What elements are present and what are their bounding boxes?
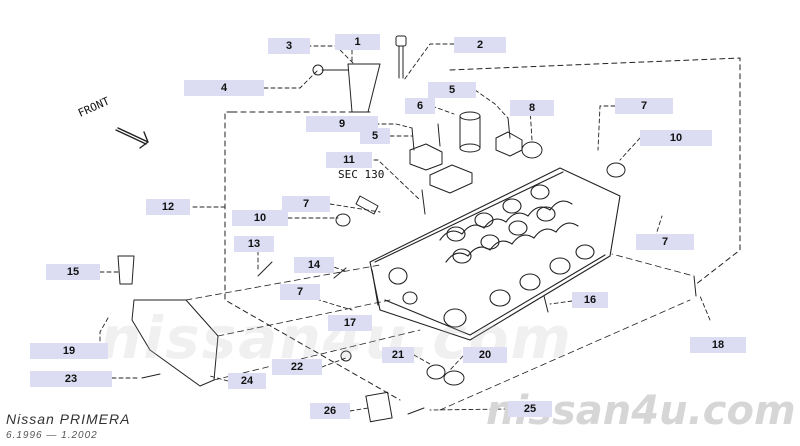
cam-caps: [409, 117, 523, 194]
gasket: [443, 370, 465, 386]
callout-12[interactable]: 12: [146, 199, 190, 215]
dowel: [543, 295, 549, 313]
callout-5-lower[interactable]: 5: [360, 128, 390, 144]
callout-2[interactable]: 2: [454, 37, 506, 53]
sealant-tube: [117, 255, 135, 285]
callout-17[interactable]: 17: [328, 315, 372, 331]
rear-cover: [131, 299, 219, 387]
callout-10[interactable]: 10: [640, 130, 712, 146]
stud: [333, 267, 347, 279]
callout-24[interactable]: 24: [228, 373, 266, 389]
cylinder-part: [459, 111, 481, 153]
bolt: [340, 350, 352, 362]
bolt: [407, 407, 425, 415]
model-name: Nissan PRIMERA: [6, 411, 131, 427]
sensor: [355, 195, 379, 215]
assembly-frame: [224, 57, 741, 401]
callout-22[interactable]: 22: [272, 359, 322, 375]
callout-11[interactable]: 11: [326, 152, 372, 168]
seal-plug: [335, 213, 351, 227]
callout-1[interactable]: 1: [335, 34, 380, 50]
alignment-lines: [185, 253, 691, 411]
callout-13[interactable]: 13: [234, 236, 274, 252]
callout-21[interactable]: 21: [382, 347, 414, 363]
cylinder-head: [369, 167, 621, 341]
cover-plate: [365, 391, 393, 423]
guide-tube: [395, 35, 407, 79]
callout-16[interactable]: 16: [572, 292, 608, 308]
front-arrow-icon: [117, 127, 149, 149]
callout-5[interactable]: 5: [428, 82, 476, 98]
callout-4[interactable]: 4: [184, 80, 264, 96]
callout-18[interactable]: 18: [690, 337, 746, 353]
callout-3[interactable]: 3: [268, 38, 310, 54]
bracket: [347, 63, 381, 113]
callout-14[interactable]: 14: [294, 257, 334, 273]
callout-7-middle[interactable]: 7: [282, 196, 330, 212]
section-reference-label: SEC 130: [338, 168, 385, 181]
callout-26[interactable]: 26: [310, 403, 350, 419]
model-years: 6.1996 — 1.2002: [6, 430, 98, 441]
bolt: [312, 64, 349, 76]
bolt: [693, 275, 697, 297]
seal-plug: [521, 141, 543, 159]
seal-plug: [606, 162, 626, 178]
callout-15[interactable]: 15: [46, 264, 100, 280]
callout-7[interactable]: 7: [615, 98, 673, 114]
callout-25[interactable]: 25: [508, 401, 552, 417]
callout-20[interactable]: 20: [463, 347, 507, 363]
callout-6[interactable]: 6: [405, 98, 435, 114]
callout-19[interactable]: 19: [30, 343, 108, 359]
gasket: [426, 364, 446, 380]
callout-23[interactable]: 23: [30, 371, 112, 387]
stud: [257, 261, 273, 277]
callout-7-lower[interactable]: 7: [280, 284, 320, 300]
callout-10-lower[interactable]: 10: [232, 210, 288, 226]
callout-7-right[interactable]: 7: [636, 234, 694, 250]
callout-8[interactable]: 8: [510, 100, 554, 116]
bolt: [141, 373, 161, 379]
